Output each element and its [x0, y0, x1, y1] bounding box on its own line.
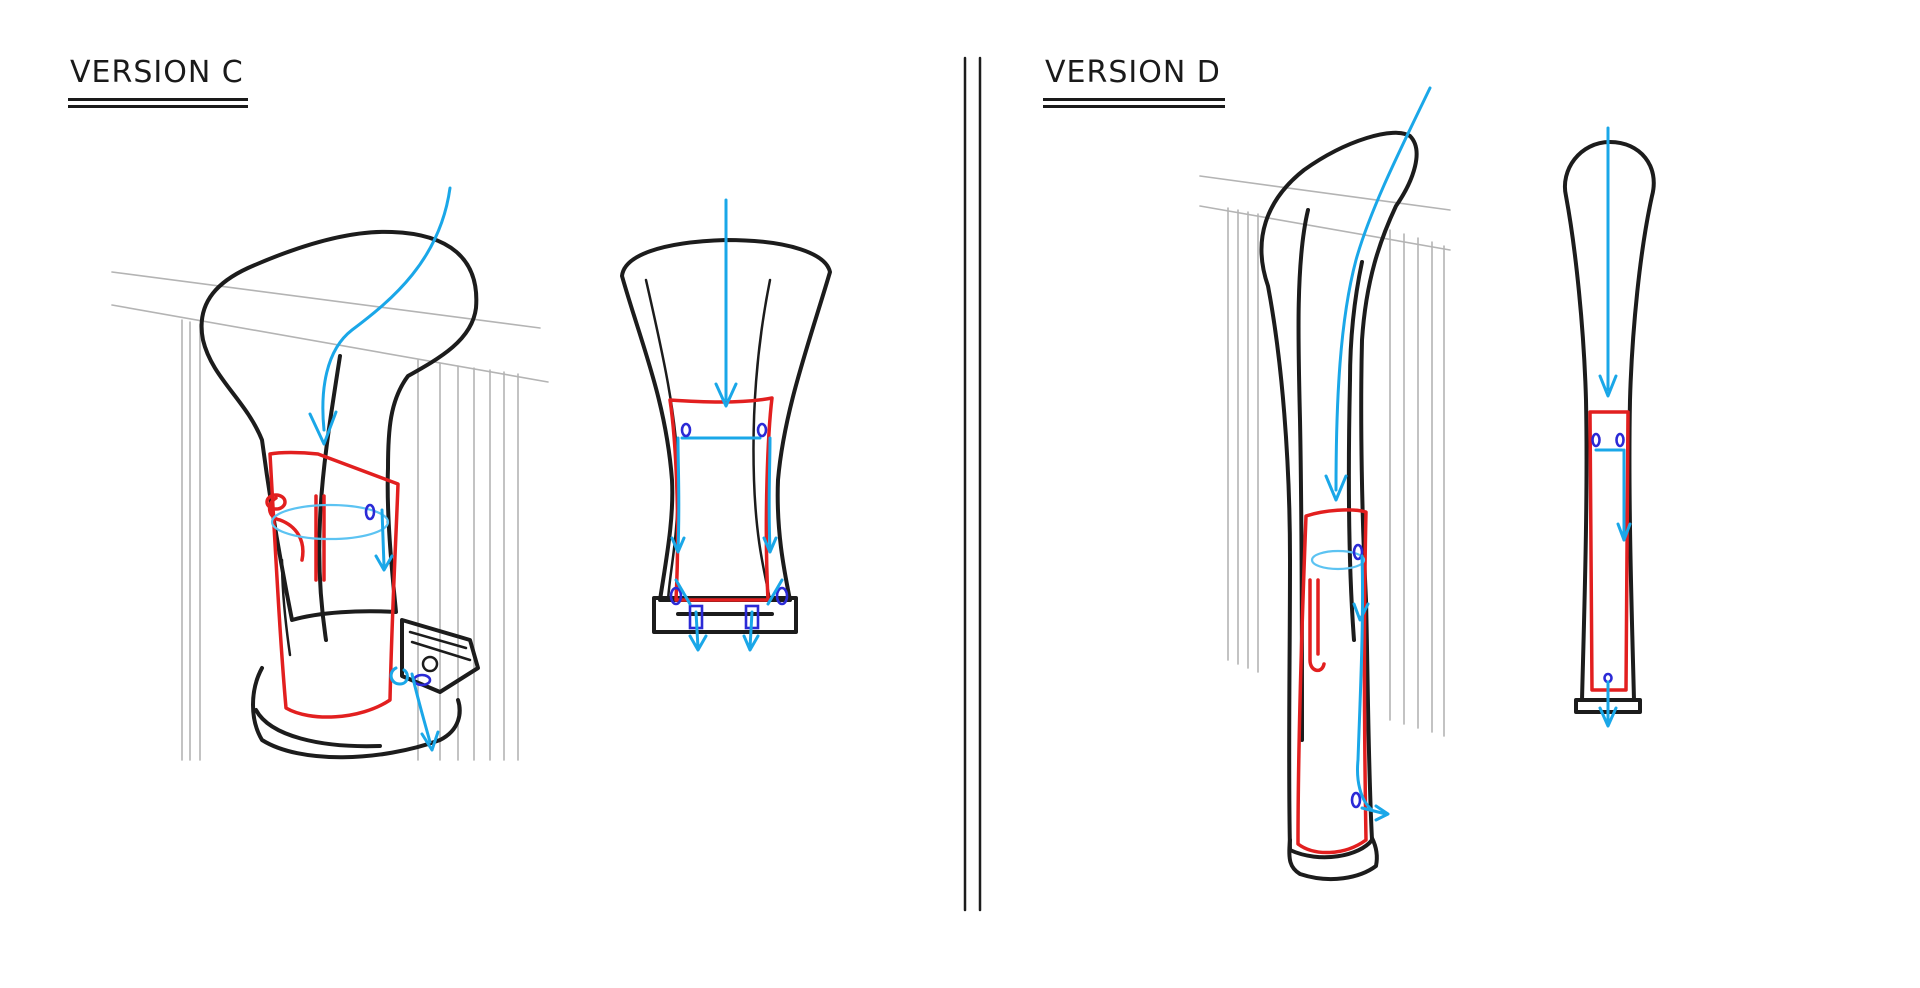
version-c-funnel-rim [280, 558, 292, 657]
version-c-section-inner-wall [752, 278, 772, 602]
railing-top-bar [1199, 175, 1451, 211]
version-c-section-corner-arrow [674, 578, 692, 606]
panel-divider [963, 56, 982, 912]
title-d-underline-2 [1043, 105, 1225, 108]
version-d-section-inflow-head [1598, 374, 1618, 398]
version-c-railing [111, 271, 549, 761]
version-c-funnel-outline [199, 229, 479, 622]
version-d-section-channel-head [1616, 522, 1632, 542]
version-c-section-reservoir [668, 396, 774, 602]
version-c-bottom-drain [410, 672, 432, 744]
version-c-reservoir [268, 450, 400, 719]
railing-top-bar-lower [1199, 205, 1451, 251]
version-c-funnel-neck [317, 354, 342, 642]
version-c-section-outlet-arrow [742, 610, 760, 652]
version-c-base-clamp [251, 618, 480, 760]
version-c-side-port [364, 503, 376, 521]
version-c-section-right-channel-head [762, 536, 778, 554]
version-d-side-channel-head [1352, 602, 1370, 622]
version-c-side-drain-head [374, 554, 394, 572]
version-c-overflow-tube [267, 496, 305, 562]
base-plate-lip [254, 708, 382, 749]
base-plate [251, 666, 462, 760]
version-d-bottom-outlet [1360, 804, 1390, 822]
version-c-side-drain [380, 508, 386, 568]
version-c-bottom-drain-head [420, 730, 440, 752]
version-d-section-outlet-head [1598, 706, 1618, 728]
version-c-section-right-channel [767, 436, 772, 552]
version-c-section-port [669, 586, 683, 606]
title-c-underline-1 [68, 98, 248, 101]
version-d-inflow-arrowhead [1324, 474, 1348, 502]
version-d-float-stem [1308, 578, 1326, 673]
railing-top-bar-lower [111, 304, 549, 383]
version-d-base-ring [1287, 836, 1379, 881]
version-d-section-base [1574, 698, 1642, 714]
version-c-water-surface [270, 503, 390, 541]
version-c-section-corner-arrow [766, 578, 784, 606]
version-c-section-left-channel-head [670, 536, 686, 554]
version-c-bottom-loop [389, 666, 409, 686]
panel-title-version-d-text: VERSION D [1045, 55, 1221, 90]
version-c-section-port [756, 422, 768, 438]
version-c-inflow-arrowhead [308, 410, 338, 446]
version-d-funnel-neck [1348, 260, 1364, 382]
version-d-section-outline [1562, 140, 1656, 702]
version-c-section-port [775, 586, 789, 606]
version-d-perspective-view [1199, 86, 1451, 881]
version-d-section-view [1562, 126, 1656, 728]
version-d-funnel-inner [1346, 378, 1356, 642]
version-c-section-outlet-arrow [688, 610, 708, 652]
railing-top-bar [111, 271, 541, 329]
version-c-section-left-channel [676, 436, 681, 552]
version-c-section-port [680, 422, 692, 438]
version-c-section-inflow-head [714, 382, 738, 408]
version-d-bottom-port [1350, 791, 1362, 809]
clamp-teeth [408, 630, 472, 662]
version-c-overflow-valve [265, 493, 287, 511]
version-d-side-channel [1356, 554, 1374, 812]
panel-title-version-c-text: VERSION C [70, 55, 244, 90]
title-c-underline-2 [68, 105, 248, 108]
clamp-block [400, 618, 480, 694]
version-d-section-port [1615, 432, 1625, 448]
version-c-section-outline [620, 238, 832, 602]
version-c-inflow-arrow [321, 186, 452, 432]
version-d-reservoir [1296, 508, 1368, 855]
version-c-section-base [652, 596, 798, 634]
version-d-section-port [1591, 432, 1601, 448]
version-c-perspective-view [111, 186, 549, 761]
title-d-underline-1 [1043, 98, 1225, 101]
version-d-inflow-arrow [1334, 86, 1432, 492]
version-d-railing [1199, 175, 1451, 737]
version-d-water-surface [1310, 549, 1366, 571]
panel-title-version-d: VERSION D [1043, 55, 1225, 108]
panel-title-version-c: VERSION C [68, 55, 248, 108]
version-c-section-view [620, 198, 832, 652]
version-d-section-reservoir [1588, 410, 1630, 692]
clamp-screw [421, 655, 439, 673]
version-d-side-port [1352, 543, 1364, 561]
